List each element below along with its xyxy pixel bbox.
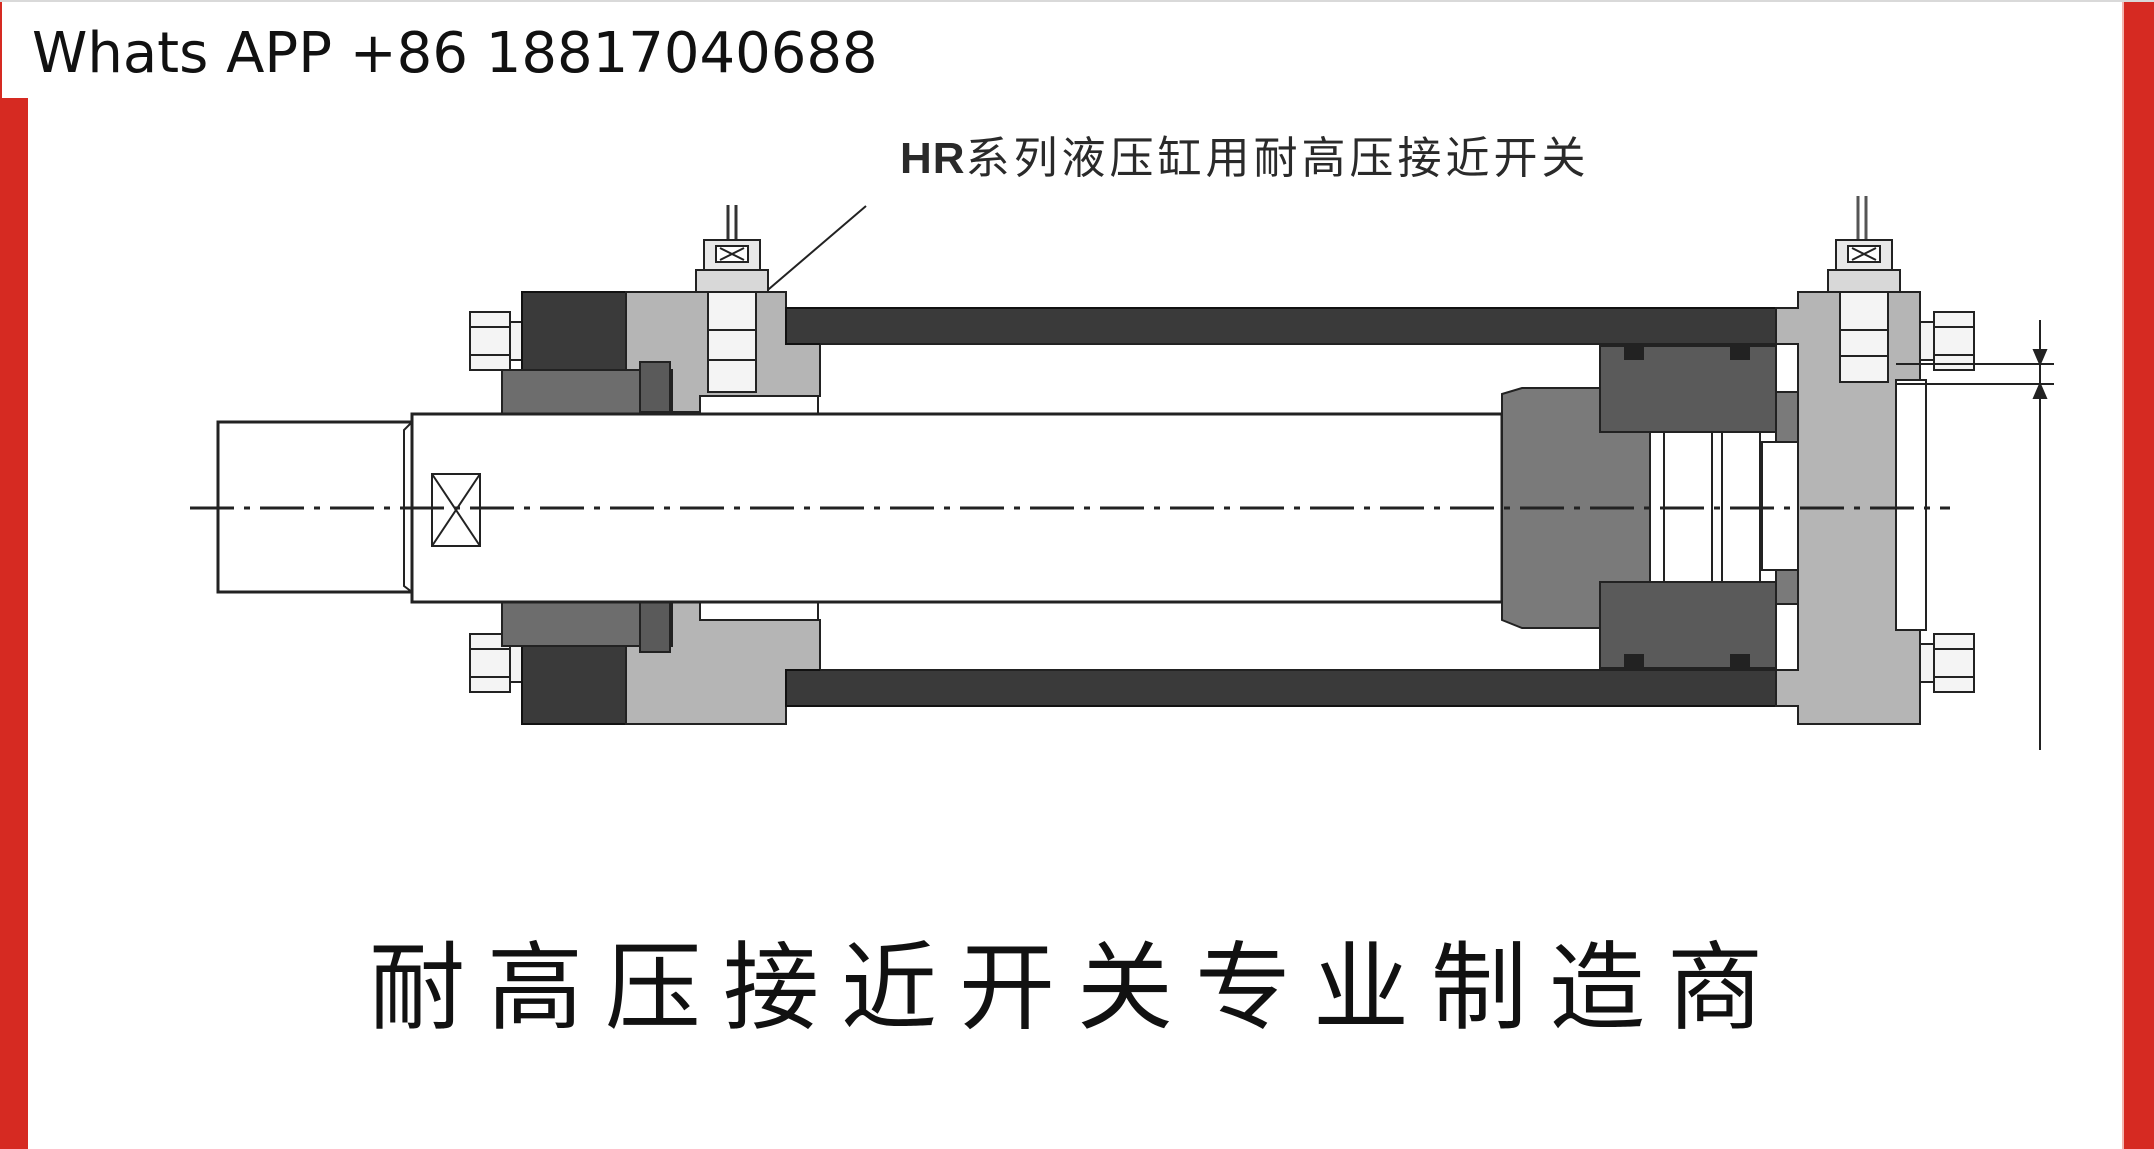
left-red-border <box>0 0 28 1149</box>
top-divider <box>0 0 2154 2</box>
contact-box: Whats APP +86 18817040688 <box>2 2 878 98</box>
wrench-flat-icon <box>431 473 481 547</box>
right-sensor-cable-icon <box>1856 196 1868 240</box>
diagram-title: HR系列液压缸用耐高压接近开关 <box>900 122 1590 186</box>
right-bottom-bolt-icon <box>1919 633 1975 693</box>
left-proximity-sensor-icon <box>695 239 769 393</box>
top-barrel-wall <box>785 307 1799 345</box>
left-top-bolt-icon <box>469 311 525 371</box>
right-end-plate <box>1895 379 1927 631</box>
right-top-bolt-icon <box>1919 311 1975 371</box>
dimension-marker-icon <box>1896 320 2054 750</box>
piston-bottom-seal <box>1599 581 1777 669</box>
right-red-border <box>2124 0 2154 1149</box>
whatsapp-contact: Whats APP +86 18817040688 <box>32 21 878 86</box>
hydraulic-cylinder-diagram <box>190 196 2054 750</box>
diagram-title-series: HR <box>900 134 966 183</box>
left-sensor-cable-icon <box>726 205 738 240</box>
right-border-highlight <box>2122 0 2124 1149</box>
diagram-title-text: 系列液压缸用耐高压接近开关 <box>965 133 1590 184</box>
manufacturer-banner: 耐高压接近开关专业制造商 <box>369 932 1785 1044</box>
right-proximity-sensor-icon <box>1827 239 1901 383</box>
bottom-barrel-wall <box>785 669 1799 707</box>
